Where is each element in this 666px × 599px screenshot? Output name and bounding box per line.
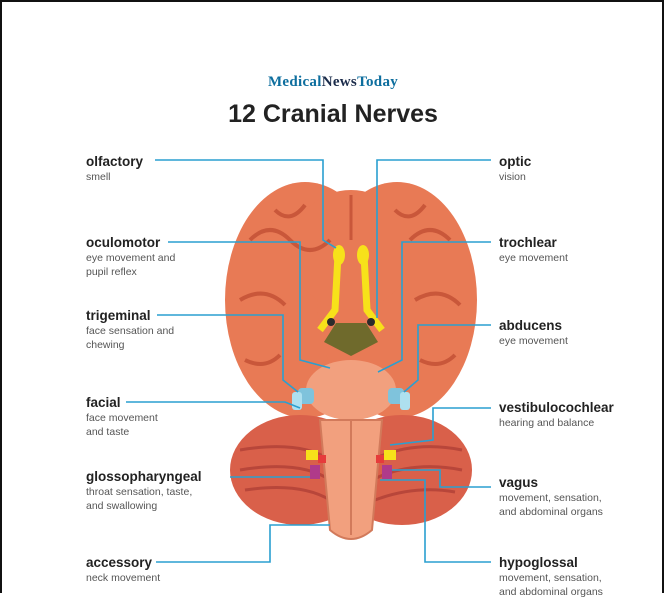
label-facial: facial face movement and taste bbox=[86, 395, 158, 439]
label-desc: eye movement and bbox=[86, 252, 175, 266]
label-desc: eye movement bbox=[499, 252, 568, 266]
label-name: vestibulocochlear bbox=[499, 400, 614, 416]
label-desc: movement, sensation, bbox=[499, 572, 603, 586]
label-glossopharyngeal: glossopharyngeal throat sensation, taste… bbox=[86, 469, 202, 513]
label-name: facial bbox=[86, 395, 158, 411]
label-desc: neck movement bbox=[86, 572, 160, 586]
label-desc: vision bbox=[499, 171, 531, 185]
label-desc: face sensation and bbox=[86, 325, 174, 339]
label-name: glossopharyngeal bbox=[86, 469, 202, 485]
label-trigeminal: trigeminal face sensation and chewing bbox=[86, 308, 174, 352]
label-desc-2: chewing bbox=[86, 339, 174, 353]
label-name: trochlear bbox=[499, 235, 568, 251]
label-desc: eye movement bbox=[499, 335, 568, 349]
label-name: optic bbox=[499, 154, 531, 170]
label-name: trigeminal bbox=[86, 308, 174, 324]
label-vestibulocochlear: vestibulocochlear hearing and balance bbox=[499, 400, 614, 431]
label-name: vagus bbox=[499, 475, 603, 491]
label-name: olfactory bbox=[86, 154, 143, 170]
label-name: accessory bbox=[86, 555, 160, 571]
label-desc-2: and abdominal organs bbox=[499, 586, 603, 599]
label-trochlear: trochlear eye movement bbox=[499, 235, 568, 266]
label-name: abducens bbox=[499, 318, 568, 334]
label-desc: movement, sensation, bbox=[499, 492, 603, 506]
label-accessory: accessory neck movement bbox=[86, 555, 160, 586]
label-abducens: abducens eye movement bbox=[499, 318, 568, 349]
label-olfactory: olfactory smell bbox=[86, 154, 143, 185]
label-desc-2: and taste bbox=[86, 426, 158, 440]
label-desc-2: and abdominal organs bbox=[499, 506, 603, 520]
label-desc: face movement bbox=[86, 412, 158, 426]
label-desc: smell bbox=[86, 171, 143, 185]
label-optic: optic vision bbox=[499, 154, 531, 185]
label-name: oculomotor bbox=[86, 235, 175, 251]
label-desc-2: and swallowing bbox=[86, 500, 202, 514]
label-desc: throat sensation, taste, bbox=[86, 486, 202, 500]
label-desc: hearing and balance bbox=[499, 417, 614, 431]
label-hypoglossal: hypoglossal movement, sensation, and abd… bbox=[499, 555, 603, 599]
label-name: hypoglossal bbox=[499, 555, 603, 571]
label-vagus: vagus movement, sensation, and abdominal… bbox=[499, 475, 603, 519]
label-oculomotor: oculomotor eye movement and pupil reflex bbox=[86, 235, 175, 279]
label-desc-2: pupil reflex bbox=[86, 266, 175, 280]
